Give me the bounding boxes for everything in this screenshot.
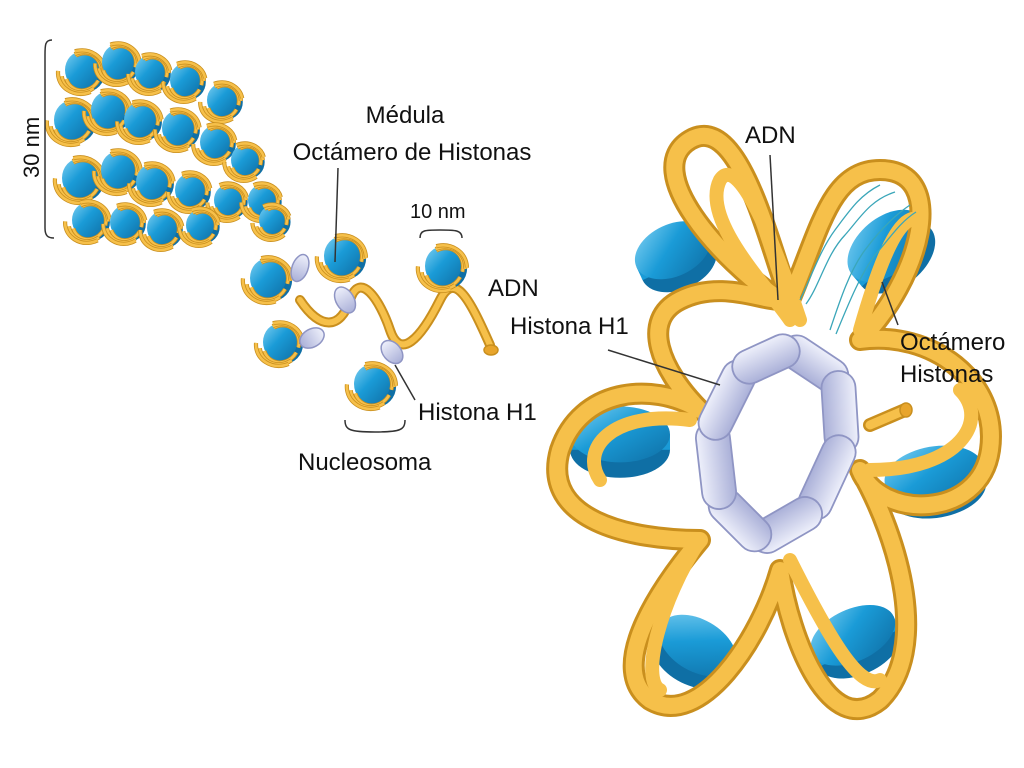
fiber-nucleosome [92,41,142,88]
bracket-nucleosoma [344,419,406,433]
fiber-nucleosome [55,48,107,97]
labels: 30 nm Médula Octámero de Histonas 10 nm … [19,39,1005,476]
fiber-nucleosome [191,122,238,166]
beads-on-string-dna [295,282,499,356]
nucleosome-bead [314,233,368,284]
nucleosome-bead [344,361,398,412]
histone-h1-core [695,333,860,554]
label-adn-left: ADN [488,275,539,302]
label-10nm: 10 nm [410,201,466,223]
label-nucleosoma: Nucleosoma [298,449,432,476]
label-medula: Médula [366,102,445,129]
fiber-nucleosome [161,60,208,104]
fiber-nucleosome [138,208,185,252]
label-octamero-de-histonas: Octámero de Histonas [293,139,532,166]
nucleosome-bead [240,255,294,306]
fiber-nucleosome [222,141,267,183]
leader-histona-h1-left [394,364,416,401]
histone-h1-small [290,253,404,365]
solenoid-nucleosome [651,614,737,689]
leader-octamero-right [881,281,899,326]
fiber-nucleosome [152,107,202,154]
leader-histona-h1-mid [607,349,721,386]
label-histona-h1-left: Histona H1 [418,399,537,426]
fiber-nucleosome [198,80,245,124]
label-octamero: Octámero [900,329,1005,356]
leader-adn-right [769,154,779,301]
fiber-nucleosome [91,148,143,197]
nucleosome-bead [253,320,305,369]
fiber-nucleosome [62,199,112,246]
scale-bracket-30nm [44,39,55,239]
fiber-nucleosome [101,202,148,246]
scale-bracket-10nm [419,229,463,239]
solenoid-nucleosome [810,605,902,679]
nucleosome-bead [415,243,469,294]
fiber-nucleosome [205,181,250,223]
dna-end [483,344,499,356]
label-octamero-histonas: Histonas [900,361,993,388]
fiber-nucleosome [44,97,98,148]
nucleosome-beads [240,233,469,412]
dna-double-helix [799,184,917,335]
label-adn-right: ADN [745,122,796,149]
leader-octamero [334,167,339,263]
solenoid-nucleosomes [570,209,987,689]
label-30nm: 30 nm [19,117,44,178]
chromatin-fiber-30nm [44,41,293,252]
label-histona-h1-mid: Histona H1 [510,313,629,340]
fiber-nucleosome [250,202,293,242]
fiber-nucleosome [177,206,222,248]
fiber-nucleosome [52,155,106,206]
solenoid-nucleosome [634,221,717,293]
solenoid-dna-loops [546,125,1002,720]
histone-h1-segment [731,333,801,385]
